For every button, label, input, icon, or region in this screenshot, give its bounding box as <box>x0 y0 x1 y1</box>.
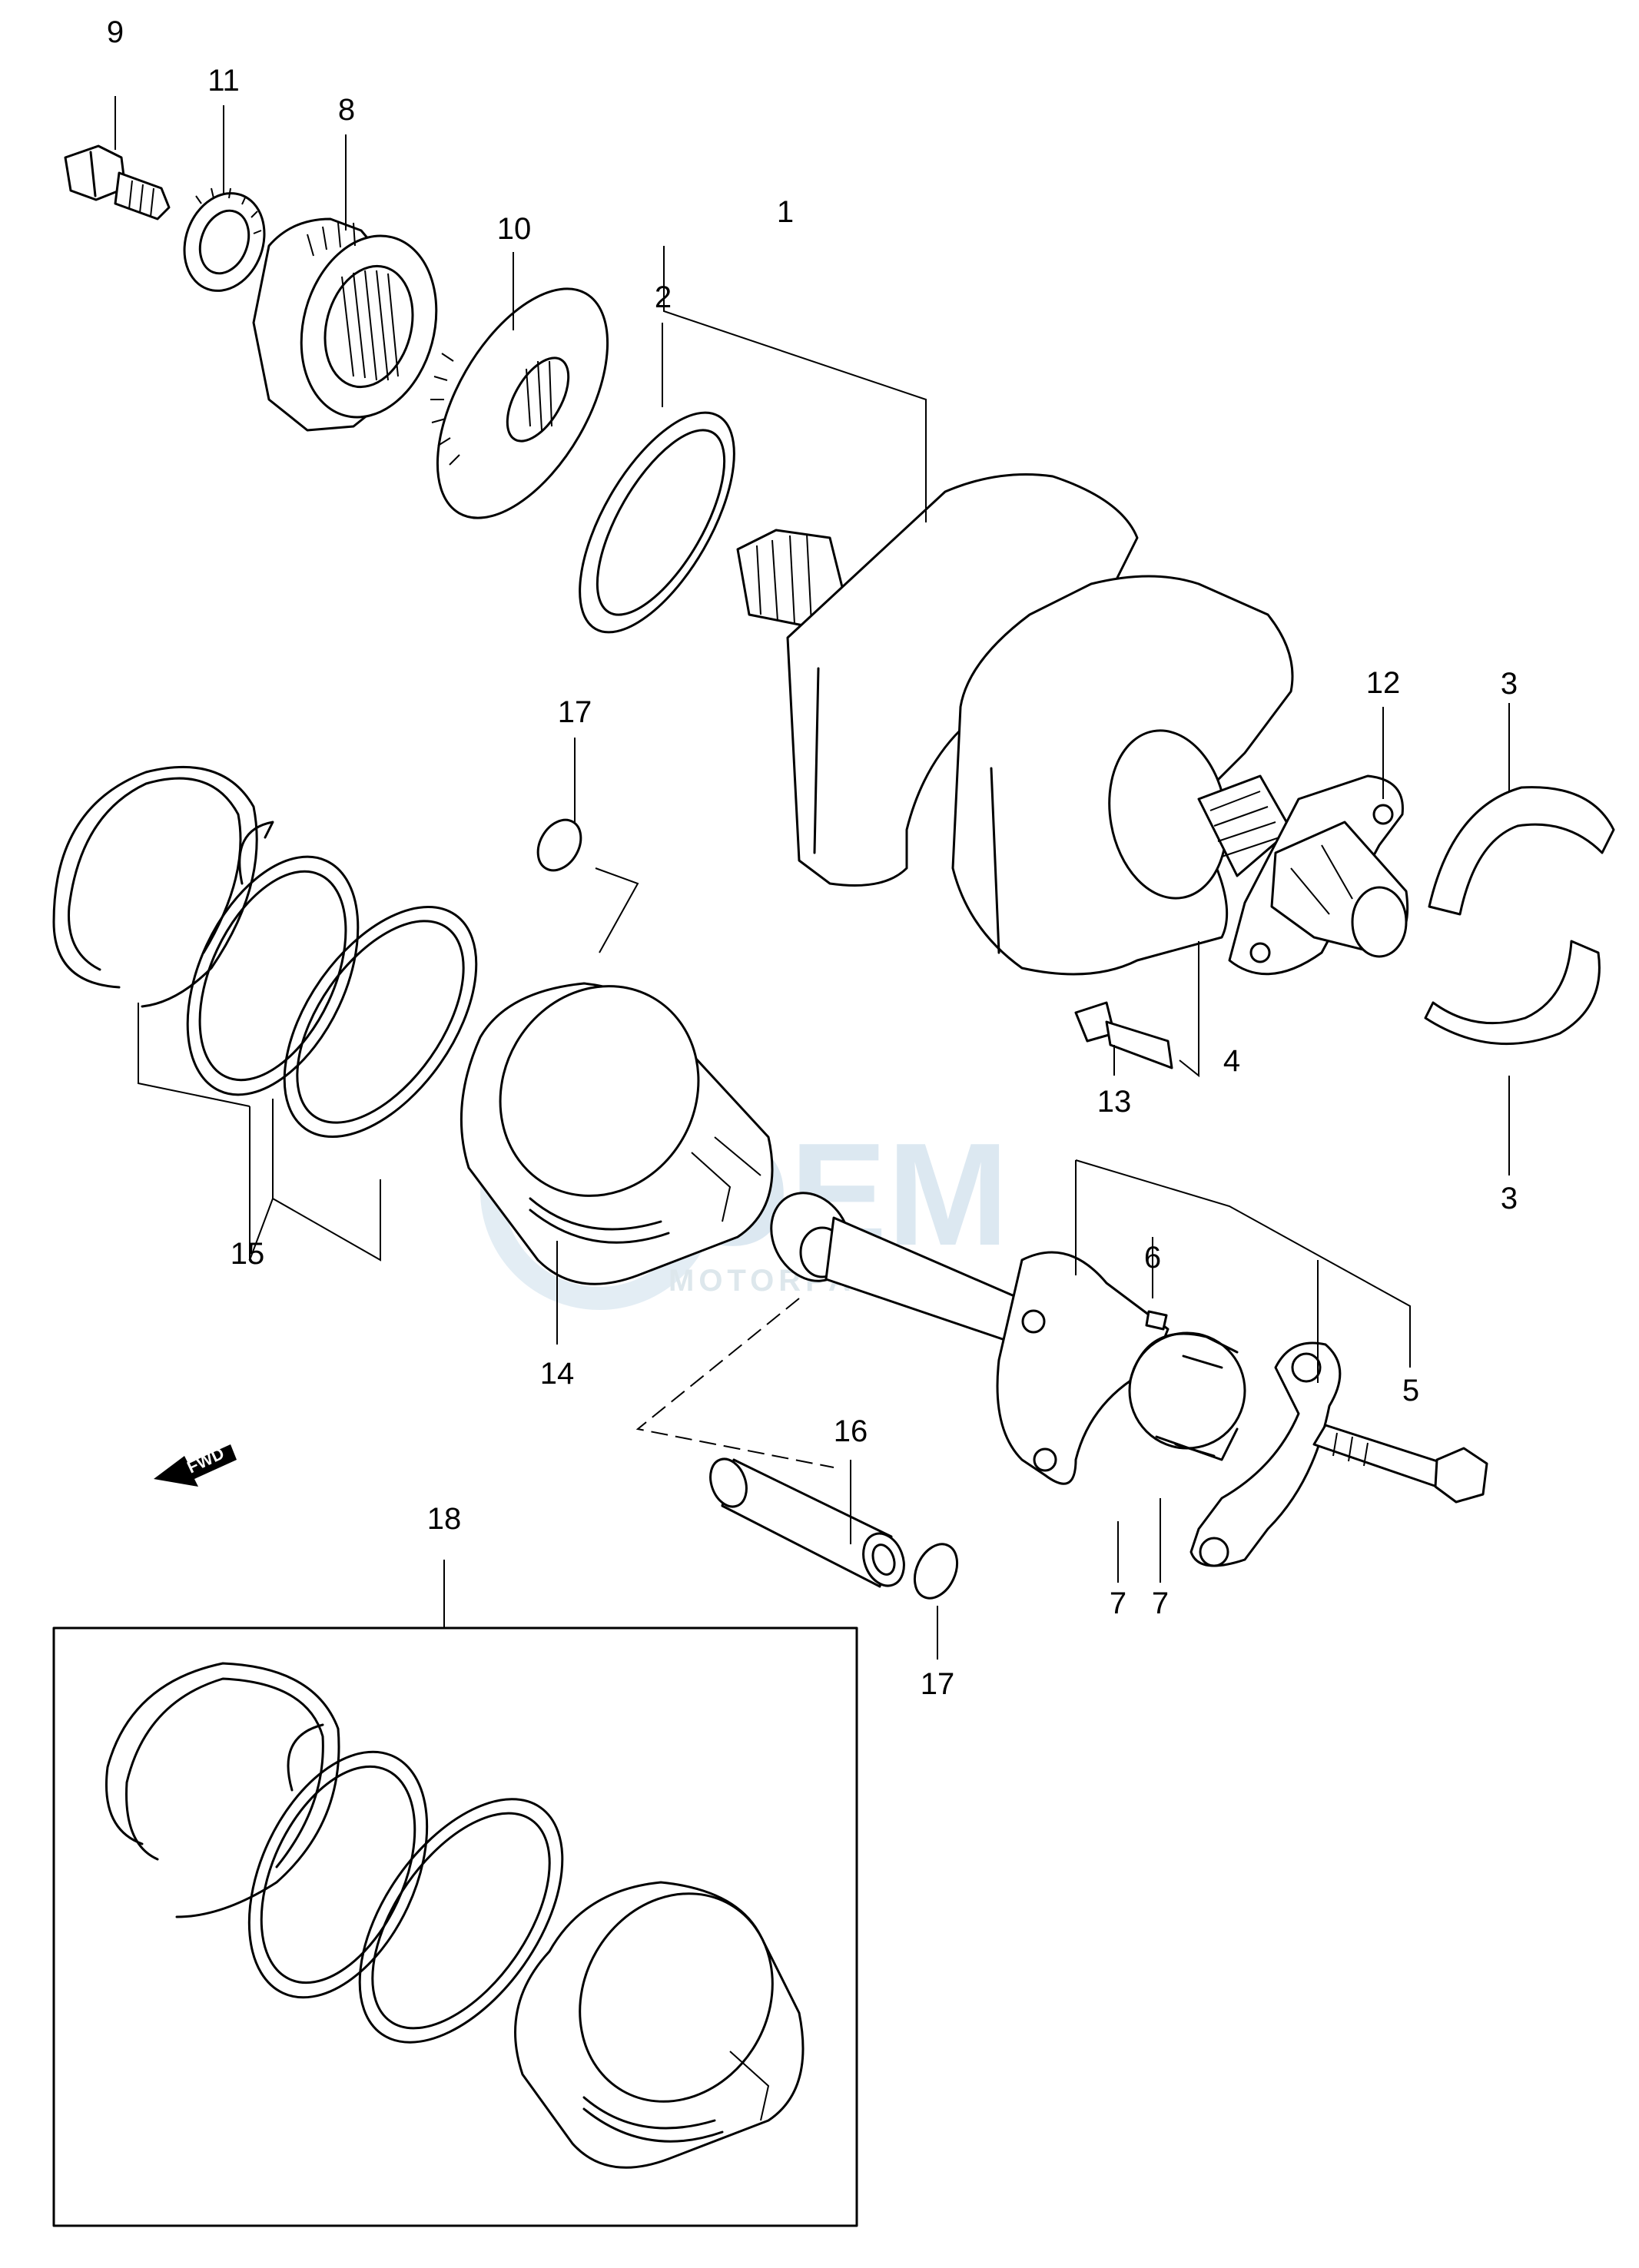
part-17-circlip-upper[interactable] <box>529 812 589 878</box>
callout-7-left: 7 <box>1110 1587 1126 1620</box>
callout-1: 1 <box>777 195 794 229</box>
part-3-bearing-lower[interactable] <box>1424 940 1601 1046</box>
callout-5: 5 <box>1402 1374 1419 1408</box>
callout-12: 12 <box>1366 666 1401 700</box>
callout-4: 4 <box>1223 1044 1240 1078</box>
part-2-thrust-washer[interactable] <box>549 389 765 655</box>
callout-7-right: 7 <box>1152 1587 1169 1620</box>
part-7-rod-bearings[interactable] <box>1128 1331 1246 1461</box>
callout-18: 18 <box>427 1502 462 1536</box>
part-9-bolt[interactable] <box>64 144 171 220</box>
callout-3-lower: 3 <box>1501 1182 1518 1215</box>
part-17-circlip-lower[interactable] <box>907 1537 966 1605</box>
callout-13: 13 <box>1097 1085 1132 1119</box>
fwd-direction-arrow: FWD <box>154 1444 237 1487</box>
callout-11: 11 <box>207 64 240 98</box>
part-13-bolt[interactable] <box>1074 1001 1173 1069</box>
part-6-dowel-pin[interactable] <box>1145 1310 1168 1331</box>
part-1-crankshaft[interactable] <box>736 473 1294 976</box>
callout-2: 2 <box>655 280 672 314</box>
callout-3-upper: 3 <box>1501 667 1518 701</box>
part-3-bearing-upper[interactable] <box>1428 786 1615 916</box>
callout-9: 9 <box>107 15 124 49</box>
part-12-oil-seal-housing[interactable] <box>1228 774 1409 976</box>
part-10-sprocket-washer[interactable] <box>403 261 642 546</box>
part-5-cap-bolt[interactable] <box>1312 1424 1488 1504</box>
callout-17-upper: 17 <box>558 695 592 729</box>
callout-17-lower: 17 <box>921 1667 955 1701</box>
callout-8: 8 <box>338 93 355 127</box>
callout-6: 6 <box>1144 1241 1161 1275</box>
part-16-piston-pin[interactable] <box>704 1454 911 1591</box>
part-4-rod-cap[interactable] <box>1189 1341 1342 1567</box>
leader-lines <box>114 96 1510 1660</box>
part-14-piston[interactable] <box>460 950 774 1285</box>
callout-14: 14 <box>540 1357 575 1391</box>
part-18-piston-set-box[interactable] <box>52 1626 858 2227</box>
part-8-gear[interactable] <box>252 217 456 433</box>
part-4-connecting-rod[interactable] <box>755 1179 1170 1485</box>
part-11-lock-washer[interactable] <box>171 182 277 302</box>
callout-labels: 9 11 8 10 1 2 17 12 3 13 4 3 6 15 14 16 … <box>107 15 1518 1701</box>
callout-15: 15 <box>231 1237 265 1271</box>
part-15-piston-rings[interactable] <box>52 765 515 1170</box>
callout-16: 16 <box>834 1414 868 1448</box>
callout-10: 10 <box>497 212 532 246</box>
